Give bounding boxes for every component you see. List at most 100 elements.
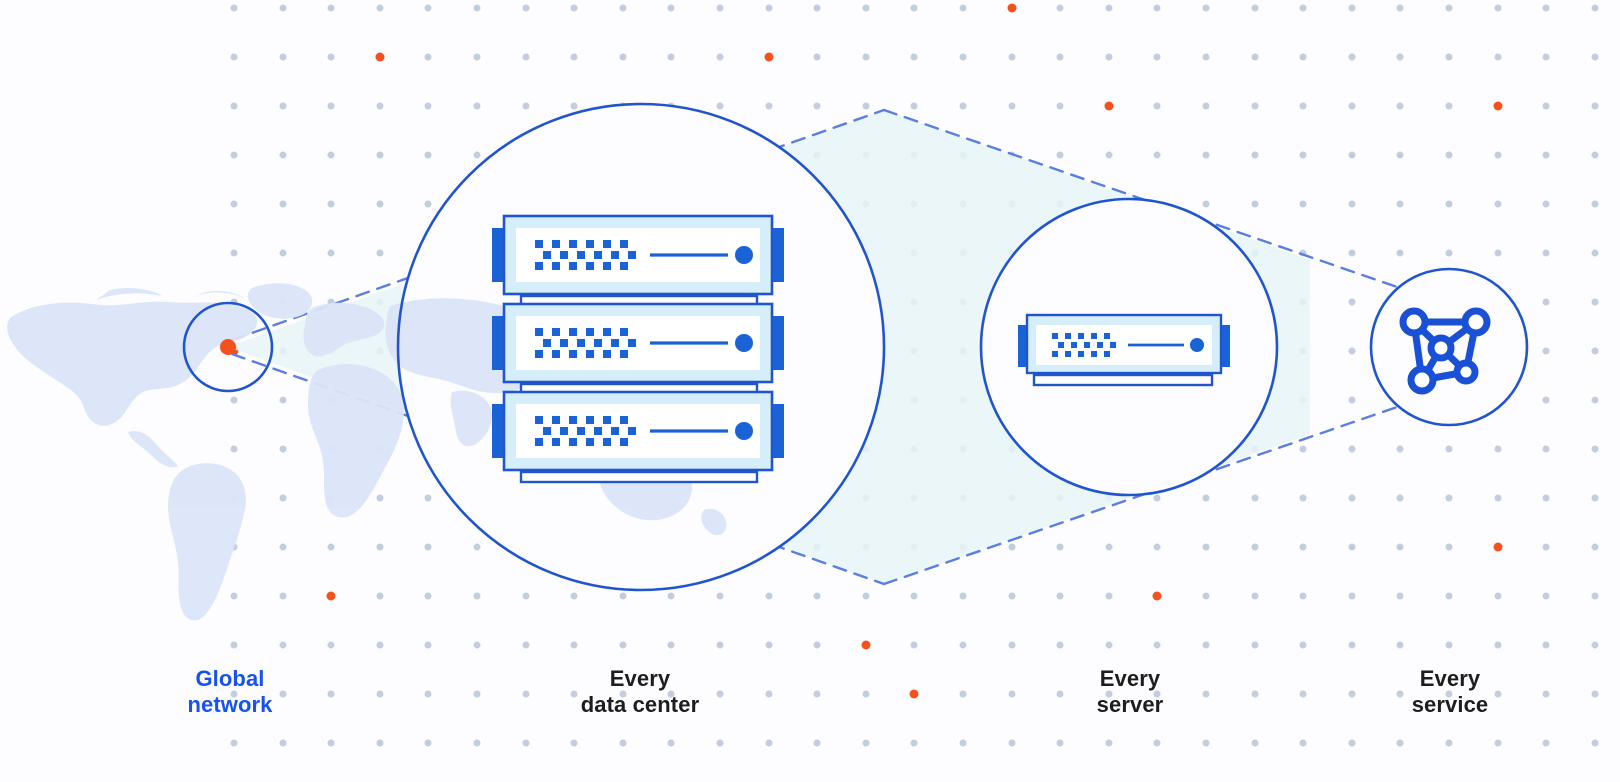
grid-dot — [424, 494, 432, 502]
grid-dot — [1251, 396, 1259, 404]
grid-dot — [1542, 4, 1550, 12]
grid-dot — [1008, 494, 1016, 502]
grid-dot — [1591, 592, 1599, 600]
grid-dot — [1591, 298, 1599, 306]
grid-dot — [716, 4, 724, 12]
service-circle-fill — [1371, 269, 1527, 425]
grid-dot — [1105, 543, 1113, 551]
grid-dot — [1153, 249, 1161, 257]
grid-dot — [230, 494, 238, 502]
grid-dot — [1105, 53, 1113, 61]
grid-dot — [279, 445, 287, 453]
grid-dot — [862, 298, 870, 306]
grid-dot — [424, 249, 432, 257]
grid-dot — [1445, 102, 1453, 110]
grid-dot — [570, 445, 578, 453]
grid-dot — [230, 641, 238, 649]
grid-dot — [1008, 347, 1016, 355]
grid-dot — [473, 102, 481, 110]
grid-dot — [1153, 53, 1161, 61]
grid-dot — [667, 396, 675, 404]
grid-dot — [1445, 396, 1453, 404]
grid-dot — [1445, 151, 1453, 159]
grid-dot — [1299, 200, 1307, 208]
grid-dot — [765, 641, 773, 649]
grid-dot — [1056, 102, 1064, 110]
grid-dot — [376, 739, 384, 747]
grid-dot — [813, 4, 821, 12]
grid-dot — [570, 249, 578, 257]
grid-dot — [1396, 445, 1404, 453]
grid-dot — [765, 494, 773, 502]
grid-dot — [1542, 641, 1550, 649]
grid-dot — [910, 543, 918, 551]
grid-dot — [570, 543, 578, 551]
grid-dot — [1494, 200, 1502, 208]
grid-dot — [716, 151, 724, 159]
grid-dot — [1056, 249, 1064, 257]
grid-dot — [619, 641, 627, 649]
grid-dot — [473, 4, 481, 12]
grid-dot — [1299, 690, 1307, 698]
cone-datacenter-to-server — [882, 108, 1402, 586]
grid-dot — [1299, 151, 1307, 159]
grid-dot — [522, 543, 530, 551]
datacenter-circle-fill — [398, 104, 884, 590]
grid-dot — [1105, 641, 1113, 649]
grid-dot — [522, 4, 530, 12]
grid-dot — [1056, 641, 1064, 649]
grid-dot — [862, 543, 870, 551]
grid-dot — [1105, 592, 1113, 600]
grid-dot — [376, 298, 384, 306]
grid-dot — [1396, 298, 1404, 306]
grid-dot — [862, 347, 870, 355]
grid-dot — [1445, 641, 1453, 649]
grid-dot — [1445, 739, 1453, 747]
grid-dot — [1591, 347, 1599, 355]
grid-dot-highlight — [861, 640, 871, 650]
grid-dot — [230, 102, 238, 110]
grid-dot — [667, 494, 675, 502]
grid-dot — [1348, 494, 1356, 502]
grid-dot — [424, 641, 432, 649]
grid-dot — [1251, 200, 1259, 208]
grid-dot — [667, 249, 675, 257]
grid-dot — [959, 151, 967, 159]
grid-dot — [1202, 249, 1210, 257]
grid-dot — [862, 592, 870, 600]
grid-dot — [959, 641, 967, 649]
grid-dot — [813, 53, 821, 61]
grid-dot — [230, 249, 238, 257]
grid-dot — [1348, 298, 1356, 306]
grid-dot — [1056, 4, 1064, 12]
grid-dot — [1299, 298, 1307, 306]
grid-dot-highlight — [909, 689, 919, 699]
grid-dot — [1542, 445, 1550, 453]
grid-dot — [1542, 347, 1550, 355]
grid-dot — [862, 151, 870, 159]
grid-dot — [424, 396, 432, 404]
grid-dot — [1202, 298, 1210, 306]
server-unit-3 — [492, 390, 784, 484]
grid-dot — [1299, 494, 1307, 502]
grid-dot — [522, 249, 530, 257]
grid-dot — [230, 4, 238, 12]
grid-dot — [1153, 298, 1161, 306]
grid-dot — [716, 641, 724, 649]
grid-dot — [1591, 739, 1599, 747]
grid-dot — [765, 4, 773, 12]
grid-dot — [862, 200, 870, 208]
grid-dot — [1153, 4, 1161, 12]
grid-dot — [279, 592, 287, 600]
grid-dot — [1299, 543, 1307, 551]
grid-dot — [716, 249, 724, 257]
grid-dot — [522, 53, 530, 61]
grid-dot — [1008, 543, 1016, 551]
grid-dot — [1348, 249, 1356, 257]
grid-dot — [1299, 249, 1307, 257]
grid-dot — [570, 347, 578, 355]
grid-dot-highlight — [1007, 3, 1017, 13]
grid-dot — [667, 543, 675, 551]
grid-dot — [862, 102, 870, 110]
